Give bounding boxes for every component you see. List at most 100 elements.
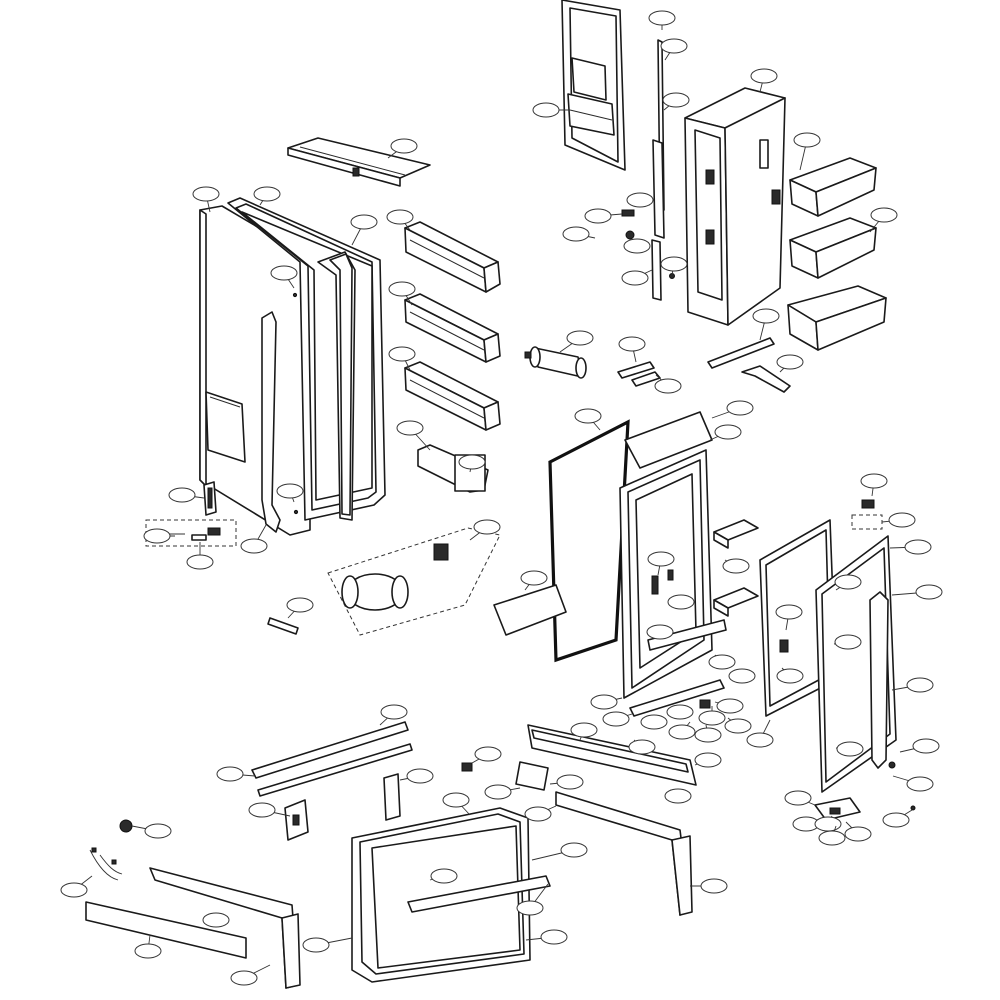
callout-bubble	[168, 487, 196, 503]
callout-c39	[881, 512, 916, 528]
callout-bubble	[694, 727, 722, 743]
callout-bubble	[560, 842, 588, 858]
callout-c62	[668, 721, 696, 740]
door-gasket-frame	[548, 419, 630, 663]
callout-bubble	[192, 186, 220, 202]
callout-bubble	[386, 209, 414, 225]
callout-bubble	[186, 554, 214, 570]
callout-bubble	[396, 420, 424, 436]
callout-bubble	[668, 724, 696, 740]
callout-c53	[728, 668, 756, 684]
callout-bubble	[724, 718, 752, 734]
callout-c40	[889, 539, 932, 555]
callout-bubble	[380, 704, 408, 720]
callout-c54	[590, 694, 623, 710]
callout-c60	[640, 714, 668, 730]
callout-c1	[648, 10, 676, 30]
callout-bubble	[566, 330, 594, 346]
callout-c21	[388, 346, 416, 371]
callout-c14	[562, 226, 596, 242]
callout-bubble	[570, 722, 598, 738]
callout-c10	[350, 214, 378, 246]
callout-c27	[396, 420, 431, 451]
callout-bubble	[144, 823, 172, 839]
callout-bubble	[134, 943, 162, 959]
callout-c77	[784, 790, 816, 806]
callout-bubble	[726, 400, 754, 416]
callout-bubble	[660, 38, 688, 54]
left-door-outer-panel	[199, 205, 311, 536]
callout-bubble	[60, 882, 88, 898]
callout-bubble	[904, 539, 932, 555]
callout-bubble	[270, 265, 298, 281]
callout-c22	[752, 308, 780, 341]
callout-c23	[559, 330, 594, 353]
drawer-front-panel	[351, 807, 551, 983]
callout-c67	[835, 741, 864, 757]
callout-bubble	[286, 597, 314, 613]
callout-bubble	[694, 752, 722, 768]
callout-c24	[618, 336, 646, 363]
callout-bubble	[700, 878, 728, 894]
callout-bubble	[442, 792, 470, 808]
callout-bubble	[216, 766, 244, 782]
callout-c4	[750, 68, 778, 93]
callout-bubble	[906, 776, 934, 792]
callout-bubble	[253, 186, 281, 202]
callout-bubble	[746, 732, 774, 748]
callout-bubble	[714, 424, 742, 440]
callout-bubble	[814, 816, 842, 832]
callout-c52	[776, 667, 804, 684]
callout-bubble	[621, 270, 649, 286]
drawer-clips	[284, 762, 473, 841]
callout-c34	[860, 473, 888, 497]
callout-bubble	[915, 584, 943, 600]
callout-bubble	[640, 714, 668, 730]
left-door-bins	[404, 221, 501, 493]
callout-c88	[531, 842, 588, 861]
callout-c26	[654, 374, 682, 394]
callout-c42	[834, 574, 862, 591]
callout-bubble	[516, 900, 544, 916]
freezer-bin-1	[789, 157, 877, 217]
callout-bubble	[484, 784, 512, 800]
callout-c61	[724, 717, 752, 734]
freezer-bin-2	[789, 217, 877, 279]
callout-bubble	[474, 746, 502, 762]
callout-c79	[248, 802, 291, 818]
callout-c32	[168, 487, 205, 503]
callout-c3	[662, 92, 690, 111]
freezer-upper-door	[561, 0, 626, 171]
callout-c91	[690, 878, 728, 894]
callout-bubble	[584, 208, 612, 224]
callout-bubble	[473, 519, 501, 535]
callout-c94	[134, 934, 162, 959]
left-door-inner-liner	[317, 251, 356, 521]
callout-c72	[216, 766, 256, 782]
drawer-side-bracket-right	[555, 791, 693, 916]
freezer-bins	[617, 157, 887, 393]
callout-bubble	[562, 226, 590, 242]
callout-c74	[399, 768, 434, 784]
callout-c49	[646, 624, 674, 640]
callout-c7	[192, 186, 220, 213]
callout-c11	[793, 132, 821, 171]
callout-bubble	[667, 594, 695, 610]
callout-bubble	[524, 806, 552, 822]
callout-bubble	[388, 281, 416, 297]
callout-c66	[570, 722, 598, 741]
callout-c16	[623, 238, 651, 254]
callout-c85	[818, 825, 846, 846]
callout-bubble	[722, 558, 750, 574]
callout-c25	[776, 354, 804, 373]
callout-c56	[714, 698, 744, 714]
callout-c92	[202, 912, 230, 928]
door-bin-1	[404, 221, 501, 293]
callout-bubble	[775, 604, 803, 620]
callout-c38	[469, 519, 501, 541]
callout-c19	[270, 265, 298, 289]
callout-c13	[584, 208, 623, 224]
right-door-outer-panel	[815, 499, 897, 793]
